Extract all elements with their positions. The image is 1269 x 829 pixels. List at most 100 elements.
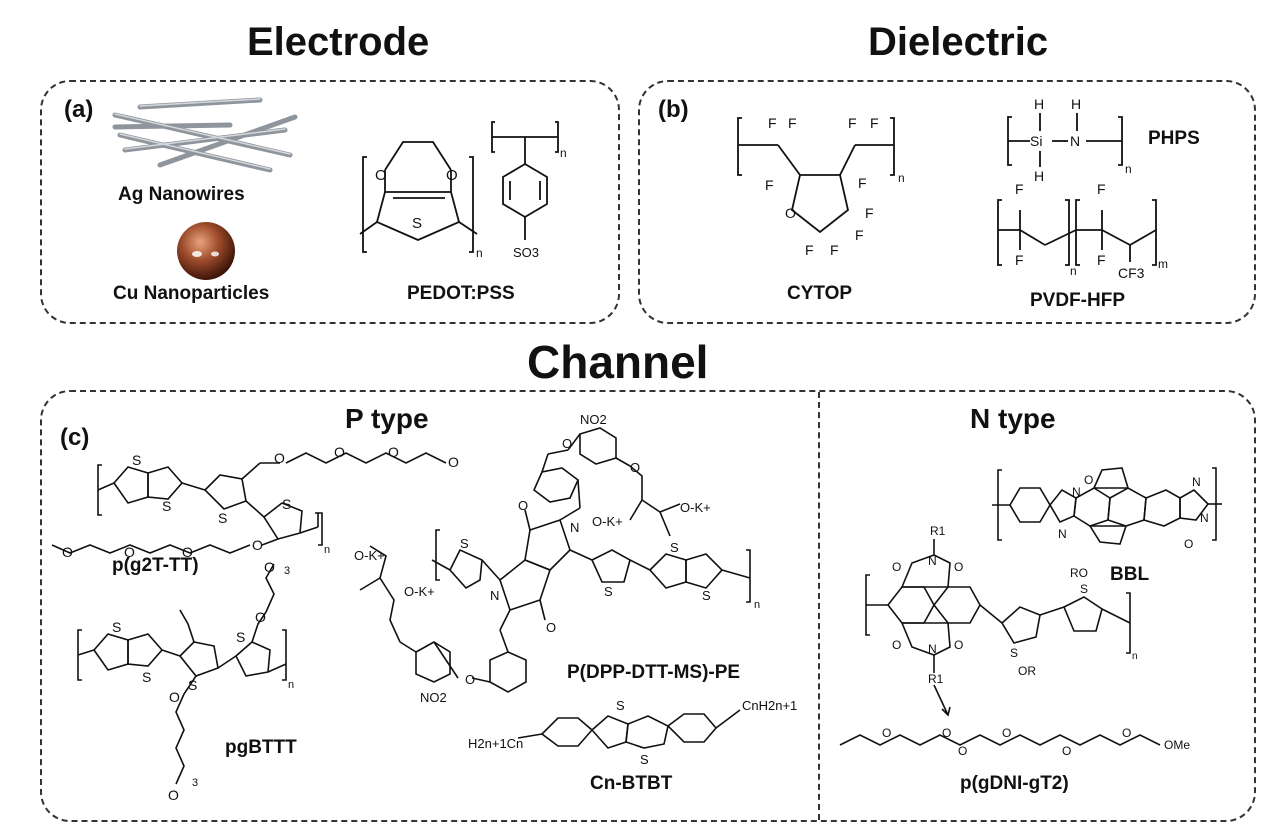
dielectric-title: Dielectric (868, 20, 1049, 64)
pdpp-caption: P(DPP-DTT-MS)-PE (567, 662, 741, 683)
svg-text:R1: R1 (930, 524, 946, 538)
electrode-title: Electrode (247, 20, 430, 64)
pedot-pss-caption: PEDOT:PSS (407, 283, 515, 304)
svg-text:F: F (1097, 252, 1106, 268)
svg-text:H: H (1034, 168, 1044, 184)
svg-text:O-K+: O-K+ (354, 548, 385, 563)
svg-text:O: O (562, 436, 572, 451)
ag-nanowires-image (112, 97, 298, 173)
pdpp-dtt-ms-pe-structure: O O N N S S S S O NO2 O O-K+ O-K+ O O-K+… (354, 412, 760, 705)
svg-text:RO: RO (1070, 566, 1088, 580)
svg-text:O: O (168, 787, 179, 803)
svg-text:S: S (112, 619, 121, 635)
cn-btbt-structure: H2n+1Cn CnH2n+1 S S (468, 698, 797, 767)
pgbttt-structure: S S S S O O O O 3 3 n (77, 559, 294, 803)
svg-text:F: F (1015, 181, 1024, 197)
svg-text:S: S (702, 588, 711, 603)
svg-text:O: O (182, 544, 193, 560)
svg-text:S: S (616, 698, 625, 713)
svg-text:N: N (1192, 475, 1201, 489)
svg-text:O: O (448, 454, 459, 470)
pgbttt-caption: pgBTTT (225, 737, 297, 758)
svg-text:S: S (604, 584, 613, 599)
svg-text:O: O (1184, 537, 1193, 551)
svg-text:H2n+1Cn: H2n+1Cn (468, 736, 523, 751)
svg-text:3: 3 (284, 565, 290, 577)
pg2t-tt-structure: S S S O O O O S O O O O n (51, 444, 459, 560)
svg-text:O: O (892, 560, 901, 574)
svg-text:O: O (1084, 473, 1093, 487)
svg-text:O: O (958, 744, 967, 758)
svg-text:O: O (630, 460, 640, 475)
svg-text:O: O (954, 638, 963, 652)
phps-structure: H H Si N H n (1007, 96, 1132, 184)
panel-channel: (c) (40, 390, 1256, 822)
bbl-structure: O O N N N N (992, 467, 1222, 551)
svg-text:S: S (460, 536, 469, 551)
svg-text:m: m (1158, 257, 1168, 271)
svg-text:F: F (788, 115, 797, 131)
svg-text:O: O (942, 726, 951, 740)
svg-text:N: N (1072, 485, 1081, 499)
svg-text:O: O (264, 559, 275, 575)
svg-text:N: N (928, 554, 937, 568)
svg-text:O: O (62, 544, 73, 560)
svg-text:F: F (830, 242, 839, 258)
svg-text:F: F (768, 115, 777, 131)
svg-text:n: n (476, 246, 483, 260)
svg-text:O: O (252, 537, 263, 553)
svg-text:F: F (1097, 181, 1106, 197)
svg-text:O: O (546, 620, 556, 635)
ag-nanowires-caption: Ag Nanowires (118, 184, 245, 205)
panel-label-b: (b) (658, 96, 689, 123)
svg-text:O: O (518, 498, 528, 513)
panel-label-a: (a) (64, 96, 94, 123)
svg-text:n: n (754, 599, 760, 611)
pedot-s: S (412, 215, 422, 232)
svg-text:n: n (1070, 264, 1077, 278)
pvdf-hfp-caption: PVDF-HFP (1030, 290, 1125, 311)
svg-text:S: S (236, 629, 245, 645)
cytop-caption: CYTOP (787, 283, 853, 304)
svg-text:O: O (274, 450, 285, 466)
svg-text:F: F (1015, 252, 1024, 268)
svg-text:H: H (1071, 96, 1081, 112)
svg-text:F: F (858, 175, 867, 191)
svg-text:R1: R1 (928, 672, 944, 686)
pgdni-gt2-caption: p(gDNI-gT2) (960, 773, 1069, 794)
channel-title: Channel (527, 336, 709, 388)
svg-text:N: N (928, 642, 937, 656)
svg-text:O: O (954, 560, 963, 574)
svg-text:n: n (288, 679, 294, 691)
svg-text:F: F (848, 115, 857, 131)
svg-text:S: S (142, 669, 151, 685)
svg-text:n: n (898, 171, 905, 185)
svg-text:NO2: NO2 (580, 412, 607, 427)
pedot-pss-structure: O O S n n SO3 (359, 121, 567, 260)
svg-text:S: S (218, 510, 227, 526)
svg-text:NO2: NO2 (420, 690, 447, 705)
svg-text:OMe: OMe (1164, 738, 1190, 752)
svg-text:S: S (282, 496, 291, 512)
p-type-title: P type (345, 403, 429, 434)
svg-text:S: S (132, 452, 141, 468)
svg-text:n: n (1125, 162, 1132, 176)
svg-text:CF3: CF3 (1118, 265, 1145, 281)
pvdf-hfp-structure: F F F F CF3 n m (997, 181, 1168, 281)
panel-label-c: (c) (60, 424, 90, 451)
svg-text:O: O (255, 609, 266, 625)
svg-text:S: S (1080, 582, 1088, 596)
panel-electrode: (a) (40, 80, 620, 324)
svg-text:SO3: SO3 (513, 245, 539, 260)
svg-text:S: S (162, 498, 171, 514)
pedot-o-left: O (375, 167, 387, 184)
svg-text:O: O (1002, 726, 1011, 740)
p-n-divider (818, 392, 820, 820)
svg-text:N: N (490, 588, 499, 603)
svg-text:N: N (1058, 527, 1067, 541)
svg-text:F: F (865, 205, 874, 221)
svg-text:O: O (124, 544, 135, 560)
svg-text:O: O (785, 205, 796, 221)
svg-text:OR: OR (1018, 664, 1036, 678)
svg-text:n: n (1132, 651, 1138, 662)
